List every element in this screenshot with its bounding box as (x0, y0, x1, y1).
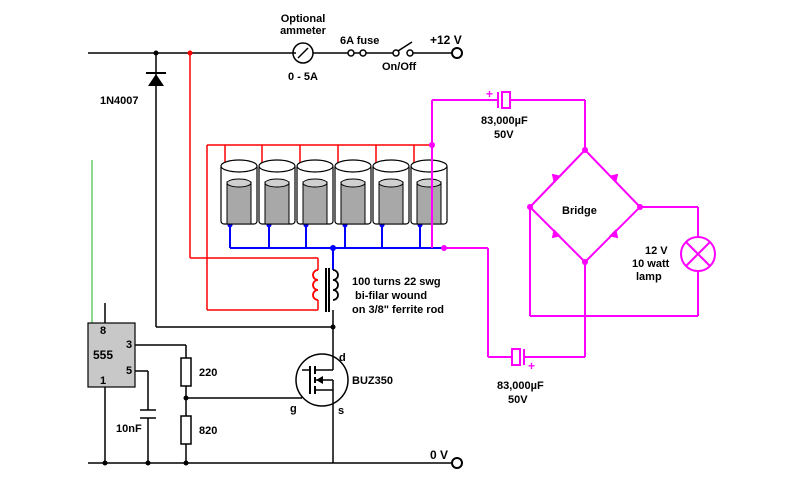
ic-name: 555 (93, 348, 113, 362)
switch-label: On/Off (382, 61, 417, 73)
cell-2 (258, 159, 296, 225)
cap-bottom-voltage: 50V (508, 394, 528, 406)
cell-5 (372, 159, 410, 225)
ic-pin8: 8 (100, 325, 106, 337)
bifilar-coil (312, 268, 339, 330)
supply-label: +12 V (430, 33, 462, 47)
resistor-820 (180, 415, 192, 445)
coil-label-1: 100 turns 22 swg (352, 276, 441, 288)
cap-bottom-value: 83,000µF (497, 380, 544, 392)
cap-bottom-plus: + (528, 359, 535, 373)
pin-d-label: d (339, 352, 346, 364)
lamp-label-2: 10 watt (632, 258, 670, 270)
fuse (347, 49, 367, 57)
mosfet-label: BUZ350 (352, 375, 393, 387)
pin-g-label: g (290, 403, 297, 415)
ammeter (292, 42, 314, 64)
ground-label: 0 V (430, 448, 448, 462)
supply-terminal (451, 47, 463, 59)
cell-6 (410, 159, 448, 225)
ic-pin5: 5 (126, 365, 132, 377)
ic-pin1: 1 (100, 375, 106, 387)
cap-top-voltage: 50V (494, 129, 514, 141)
bridge-label: Bridge (562, 205, 597, 217)
coil-label-2: bi-filar wound (355, 290, 427, 302)
cell-4 (334, 159, 372, 225)
magenta-wiring (429, 99, 699, 358)
coil-label-3: on 3/8" ferrite rod (352, 304, 444, 316)
lamp (680, 236, 716, 272)
ammeter-range: 0 - 5A (288, 71, 318, 83)
resistor-220 (180, 357, 192, 387)
mosfet-buz350 (295, 353, 349, 407)
resistor-220-label: 220 (199, 367, 217, 379)
on-off-switch (392, 41, 414, 57)
cell-3 (296, 159, 334, 225)
diode-label: 1N4007 (100, 95, 139, 107)
ic-555 (87, 322, 136, 388)
ground-terminal (451, 457, 463, 469)
capacitor-bottom (511, 348, 525, 366)
lamp-label-3: lamp (636, 271, 662, 283)
blue-wiring (227, 222, 444, 270)
fuse-label: 6A fuse (340, 35, 379, 47)
ammeter-label-2: ammeter (280, 25, 327, 37)
black-wiring (88, 52, 452, 464)
diode-1n4007 (146, 50, 166, 86)
pin-s-label: s (338, 405, 344, 417)
resistor-820-label: 820 (199, 425, 217, 437)
battery-cells (220, 159, 448, 225)
cap-top-plus: + (486, 87, 493, 101)
cell-1 (220, 159, 258, 225)
cap-top-value: 83,000µF (481, 115, 528, 127)
cap-timing-label: 10nF (116, 423, 142, 435)
lamp-label-1: 12 V (645, 245, 668, 257)
ic-pin3: 3 (126, 339, 132, 351)
ammeter-label-1: Optional (281, 13, 326, 25)
capacitor-top (497, 91, 511, 109)
